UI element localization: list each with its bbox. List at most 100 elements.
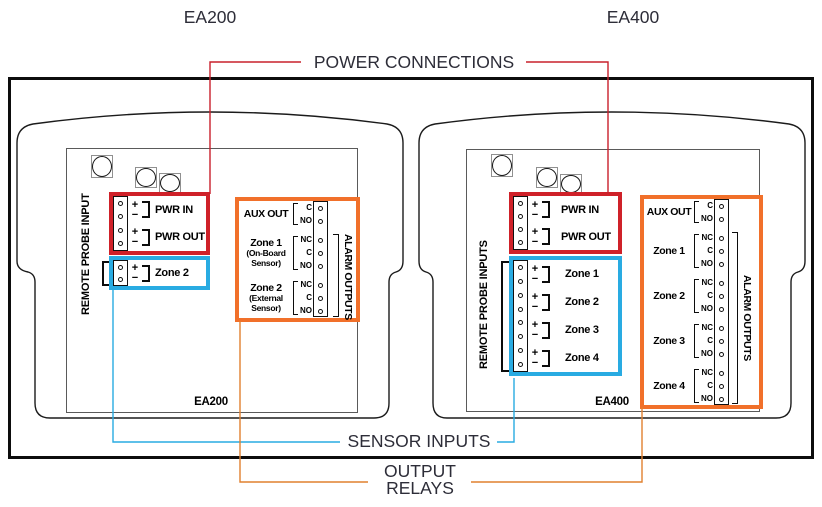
terminal-hole-icon — [719, 217, 724, 222]
probe-bracket-icon-ea200 — [102, 261, 110, 286]
contact-bracket-icon — [293, 203, 298, 225]
contact-nc: NC — [701, 278, 713, 287]
minus-sign: − — [131, 272, 139, 284]
board-label-ea200: EA200 — [194, 396, 228, 408]
terminal-row-pwr-in: +− PWR IN — [528, 196, 618, 223]
terminal-label: Zone 4 — [565, 352, 599, 364]
callout-power-connections: POWER CONNECTIONS — [313, 52, 515, 72]
mounting-hole-icon — [536, 167, 558, 188]
terminal-hole-icon — [518, 214, 523, 219]
minus-sign: − — [131, 208, 139, 221]
alarm-output-box-ea400: AUX OUT C NO Zone 1 NC C NO Zone 2 — [640, 195, 763, 409]
sensor-terminal-box-ea200: +− Zone 2 — [109, 256, 210, 290]
terminal-label: Zone 3 — [565, 324, 599, 336]
minus-sign: − — [531, 235, 539, 248]
contact-c: C — [707, 201, 713, 210]
zone-sublabel: Sensor) — [251, 302, 281, 313]
contact-names: NC C NO — [699, 276, 714, 315]
contact-c: C — [707, 246, 713, 255]
alarm-outputs-bracket-icon — [333, 234, 339, 317]
terminal-label: PWR IN — [561, 203, 599, 216]
mounting-hole-icon — [491, 154, 513, 177]
terminal-pair-bracket-icon — [542, 293, 550, 311]
contact-names: NC C NO — [699, 321, 714, 360]
terminal-hole-icon — [719, 339, 724, 344]
aux-out-group: AUX OUT C NO — [239, 201, 313, 227]
terminal-hole-icon — [719, 384, 724, 389]
terminal-row-zone2: +− Zone 2 — [128, 260, 206, 286]
contact-names: C NO — [699, 199, 714, 225]
terminal-row-zone2: +− Zone 2 — [528, 288, 618, 316]
contact-nc: NC — [701, 233, 713, 242]
contact-no: NO — [701, 304, 713, 313]
terminal-hole-icon — [719, 281, 724, 286]
contact-bracket-icon — [694, 368, 699, 403]
plus-sign: + — [531, 319, 539, 331]
power-terminal-box-ea200: +− PWR IN +− PWR OUT — [109, 192, 210, 255]
terminal-hole-icon — [318, 296, 323, 301]
polarity-signs: +− — [528, 198, 542, 221]
polarity-signs: +− — [528, 319, 542, 341]
contact-nc: NC — [701, 368, 713, 377]
zone-label: Zone 1 — [653, 244, 685, 257]
terminal-label: PWR OUT — [561, 230, 611, 243]
mounting-hole-icon — [159, 173, 181, 193]
group-label: Zone 4 — [644, 380, 694, 391]
zone-sublabel: (On-Board — [246, 247, 286, 258]
plus-sign: + — [131, 262, 139, 274]
terminal-pair-bracket-icon — [142, 201, 150, 219]
probe-bracket-icon-ea400 — [501, 261, 509, 372]
terminal-label: PWR OUT — [155, 231, 205, 244]
zone4-relay-group: Zone 4 NC C NO — [644, 366, 714, 405]
contact-c: C — [306, 248, 312, 257]
contact-bracket-icon — [694, 201, 699, 223]
plus-sign: + — [531, 198, 539, 211]
terminal-hole-icon — [719, 204, 724, 209]
group-label: Zone 1 — [644, 244, 694, 257]
terminal-hole-icon — [518, 292, 523, 298]
terminal-hole-icon — [719, 236, 724, 241]
terminal-pair-bracket-icon — [542, 321, 550, 339]
terminal-strip — [714, 199, 729, 405]
contact-no: NO — [300, 306, 312, 315]
terminal-hole-icon — [518, 265, 523, 271]
zone-label: Zone 2 — [653, 289, 685, 302]
mounting-hole-icon — [91, 155, 113, 178]
terminal-hole-icon — [518, 320, 523, 326]
contact-no: NO — [701, 259, 713, 268]
header-ea400: EA400 — [606, 7, 660, 27]
sensor-terminal-box-ea400: +− Zone 1 +− Zone 2 +− Zone 3 +− Zone 4 — [509, 256, 622, 376]
terminal-hole-icon — [719, 352, 724, 357]
contact-c: C — [707, 336, 713, 345]
polarity-signs: +− — [528, 292, 542, 313]
contact-nc: NC — [300, 280, 312, 289]
contact-names: NC C NO — [298, 233, 313, 272]
contact-c: C — [306, 203, 312, 212]
contact-c: C — [306, 293, 312, 302]
header-ea200: EA200 — [183, 7, 237, 27]
terminal-hole-icon — [518, 334, 523, 340]
terminal-hole-icon — [518, 227, 523, 232]
contact-names: NC C NO — [699, 366, 714, 405]
contact-no: NO — [701, 349, 713, 358]
zone3-relay-group: Zone 3 NC C NO — [644, 321, 714, 360]
power-terminal-box-ea400: +− PWR IN +− PWR OUT — [509, 192, 622, 254]
terminal-hole-icon — [719, 249, 724, 254]
terminal-pair-bracket-icon — [142, 264, 150, 282]
contact-bracket-icon — [293, 235, 298, 270]
terminal-hole-icon — [719, 294, 724, 299]
zone2-relay-group: Zone 2 NC C NO — [644, 276, 714, 315]
outer-frame — [8, 77, 814, 459]
minus-sign: − — [531, 208, 539, 221]
polarity-signs: +− — [528, 348, 542, 369]
terminal-label: Zone 1 — [565, 268, 599, 280]
plus-sign: + — [131, 198, 139, 211]
terminal-pair-bracket-icon — [542, 265, 550, 283]
minus-sign: − — [531, 357, 539, 369]
minus-sign: − — [531, 273, 539, 285]
remote-probe-input-label-ea200: REMOTE PROBE INPUT — [80, 193, 92, 315]
group-label: Zone 3 — [644, 335, 694, 346]
callout-sensor-inputs: SENSOR INPUTS — [347, 431, 491, 451]
terminal-hole-icon — [318, 251, 323, 256]
terminal-hole-icon — [118, 227, 123, 233]
